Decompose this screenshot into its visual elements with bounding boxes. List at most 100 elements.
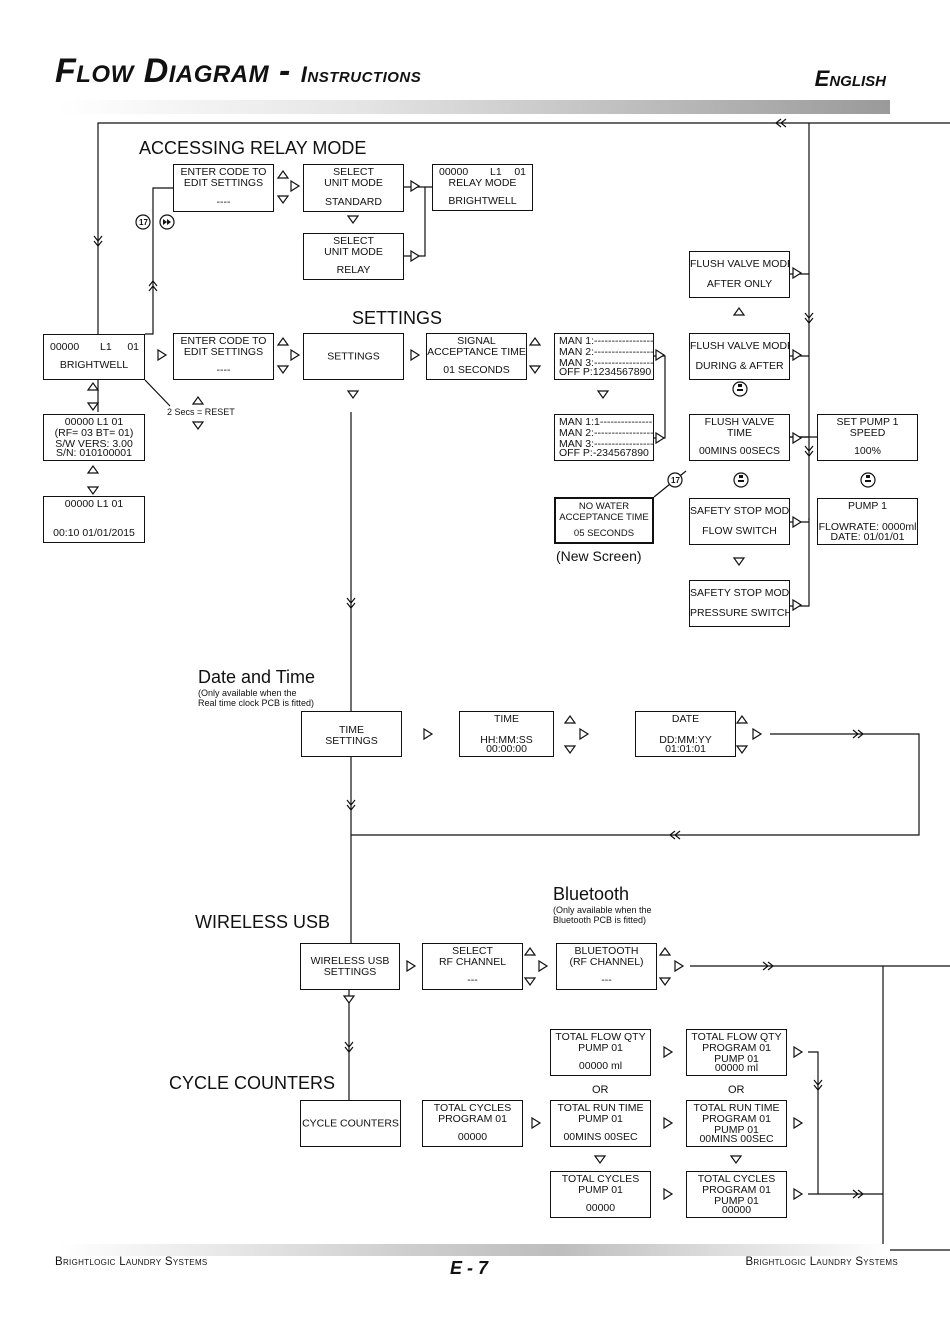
svg-text:17: 17 [139, 218, 148, 227]
line: PUMP 01 [578, 1114, 623, 1125]
line: 00MINS 00SEC [563, 1132, 638, 1143]
screen-time: TIME HH:MM:SS 00:00:00 [459, 711, 554, 757]
line: TIME [726, 428, 753, 439]
line: SETTINGS [327, 351, 380, 362]
line: PROGRAM 01 [438, 1114, 507, 1125]
screen-pump1-flowrate: PUMP 1 FLOWRATE: 0000ml DATE: 01/01/01 [817, 498, 918, 545]
line: SETTINGS [325, 736, 378, 747]
line: FLOW SWITCH [702, 526, 777, 537]
line: S/N: 010100001 [56, 448, 132, 459]
line: 00000 L1 01 [64, 417, 124, 428]
screen-safety-flow: SAFETY STOP MODE FLOW SWITCH [689, 498, 790, 545]
line: DATE: 01/01/01 [830, 532, 905, 543]
line: 00:00:00 [486, 744, 527, 755]
line: MAN 3:----------------- [559, 439, 653, 450]
screen-total-cycles-program: TOTAL CYCLES PROGRAM 01 00000 [422, 1100, 523, 1147]
line: S/W VERS: 3.00 [55, 439, 133, 450]
section-relay-label: ACCESSING RELAY MODE [139, 138, 367, 158]
line: --- [601, 975, 612, 986]
line: 00000 L1 01 [64, 499, 124, 510]
section-date-time-label: Date and Time [198, 667, 316, 687]
screen-flush-after: FLUSH VALVE MODE AFTER ONLY [689, 251, 790, 298]
line: TIME [338, 725, 365, 736]
svg-text:17: 17 [671, 476, 680, 485]
line: 100% [854, 446, 881, 457]
line: CYCLE COUNTERS [302, 1118, 399, 1129]
line: MAN 2:------------------ [559, 347, 653, 358]
line: RELAY MODE [448, 178, 517, 189]
screen-time-settings: TIME SETTINGS [301, 711, 402, 757]
line: ---- [216, 197, 231, 208]
line: PUMP 01 [578, 1043, 623, 1054]
bluetooth-note-1: (Only available when the [553, 905, 652, 915]
screen-cycles-program-pump: TOTAL CYCLES PROGRAM 01 PUMP 01 00000 [686, 1171, 787, 1218]
line: DATE [671, 714, 700, 725]
screen-bluetooth-channel: BLUETOOTH (RF CHANNEL) --- [556, 943, 657, 990]
line: TOTAL RUN TIME [557, 1103, 644, 1114]
line: FLUSH VALVE MODE [690, 259, 789, 270]
line: AFTER ONLY [706, 279, 773, 290]
line: TOTAL RUN TIME [693, 1103, 780, 1114]
line: PUMP 1 [848, 501, 887, 512]
title-main: Flow Diagram - [55, 52, 291, 90]
line: PUMP 01 [714, 1125, 759, 1136]
line: BLUETOOTH [574, 946, 639, 957]
line: ENTER CODE TO [180, 167, 267, 178]
line: RF CHANNEL [438, 957, 507, 968]
date-time-note-2: Real time clock PCB is fitted) [198, 698, 315, 708]
line: PROGRAM 01 [702, 1114, 771, 1125]
line: BRIGHTWELL [448, 196, 517, 207]
line: ---- [216, 365, 231, 376]
footer-right: Brightlogic Laundry Systems [745, 1256, 898, 1268]
section-settings-label: SETTINGS [352, 308, 443, 328]
line: UNIT MODE [324, 247, 383, 258]
line: 01:01:01 [665, 744, 706, 755]
screen-no-water: NO WATER ACCEPTANCE TIME 05 SECONDS [554, 497, 654, 544]
line: NO WATER [578, 501, 630, 512]
line: 00000 [721, 1205, 752, 1216]
line: FLOWRATE: 0000ml [818, 522, 917, 533]
screen-manual-a: MAN 1:------------------ MAN 2:---------… [554, 333, 654, 380]
screen-wireless-settings: WIRELESS USB SETTINGS [300, 943, 400, 990]
screen-cycle-counters: CYCLE COUNTERS [300, 1100, 401, 1147]
line: 00000 [50, 342, 80, 353]
line: MAN 3:------------------ [559, 358, 653, 369]
screen-settings: SETTINGS [303, 333, 404, 380]
line: PUMP 01 [714, 1054, 759, 1065]
line: 00MINS 00SEC [699, 1134, 774, 1145]
line: BRIGHTWELL [59, 360, 129, 371]
line: HH:MM:SS [480, 735, 533, 746]
line: DURING & AFTER [695, 361, 784, 372]
line: SETTINGS [323, 967, 377, 978]
screen-flow-qty-program: TOTAL FLOW QTY PROGRAM 01 PUMP 01 00000 … [686, 1029, 787, 1076]
screen-date: DATE DD:MM:YY 01:01:01 [635, 711, 736, 757]
or-label: OR [728, 1084, 745, 1096]
line: 00000 ml [578, 1061, 623, 1072]
language-label: English [814, 66, 886, 91]
bluetooth-note-2: Bluetooth PCB is fitted) [553, 915, 647, 925]
line: RELAY [336, 265, 371, 276]
line: DD:MM:YY [659, 735, 712, 746]
line: TIME [493, 714, 520, 725]
screen-flow-qty-pump: TOTAL FLOW QTY PUMP 01 00000 ml [550, 1029, 651, 1076]
line: 01 [127, 342, 139, 353]
line: 05 SECONDS [573, 528, 635, 539]
line: MAN 1:------------------ [559, 336, 653, 347]
screen-flush-time: FLUSH VALVE TIME 00MINS 00SECS [689, 414, 790, 461]
line: PROGRAM 01 [702, 1043, 771, 1054]
line: SELECT [333, 167, 374, 178]
line: L1 [490, 167, 502, 178]
line: SIGNAL [457, 336, 496, 347]
line: SPEED [849, 428, 886, 439]
line: FLUSH VALVE MODE [690, 341, 789, 352]
screen-relay-enter-code: ENTER CODE TO EDIT SETTINGS ---- [173, 164, 274, 212]
line: SET PUMP 1 [836, 417, 899, 428]
reset-note: 2 Secs = RESET [167, 407, 235, 417]
screen-run-time-pump: TOTAL RUN TIME PUMP 01 00MINS 00SEC [550, 1100, 651, 1147]
screen-relay-mode: 00000 L1 01 RELAY MODE BRIGHTWELL [432, 164, 533, 211]
line: 00MINS 00SECS [698, 446, 781, 457]
line: MAN 2:----------------- [559, 428, 653, 439]
line: PUMP 01 [714, 1196, 759, 1207]
screen-cycles-pump: TOTAL CYCLES PUMP 01 00000 [550, 1171, 651, 1218]
title-sub: Instructions [300, 62, 422, 87]
